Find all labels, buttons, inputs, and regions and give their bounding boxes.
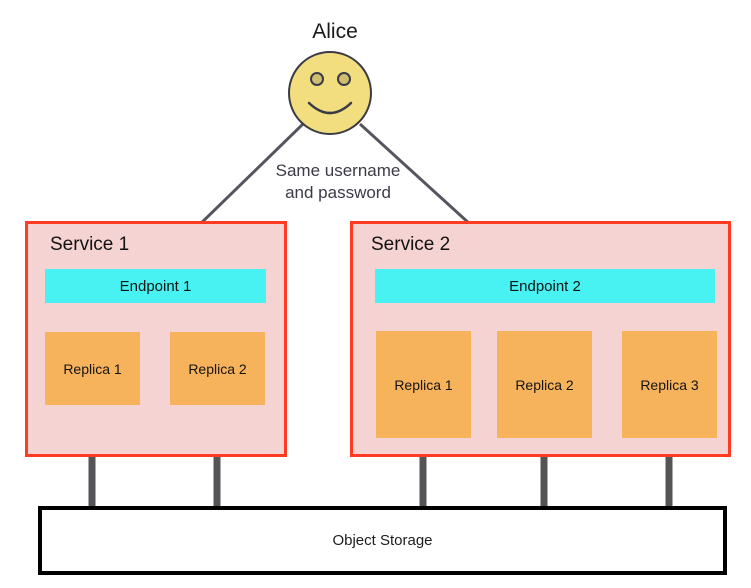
service-2-title: Service 2 bbox=[371, 234, 451, 255]
service-2-replica-2[interactable]: Replica 2 bbox=[497, 331, 592, 438]
smiley-face-icon bbox=[288, 51, 372, 135]
edge-note-line-1: Same username bbox=[275, 161, 401, 180]
endpoint-2[interactable]: Endpoint 2 bbox=[375, 269, 715, 303]
service-2-replica-1[interactable]: Replica 1 bbox=[376, 331, 471, 438]
object-storage-node[interactable]: Object Storage bbox=[38, 506, 727, 575]
edge-note: Same username and password bbox=[238, 160, 438, 204]
smiley-eye-left bbox=[310, 72, 324, 86]
service-1-title: Service 1 bbox=[50, 234, 130, 255]
edge-note-line-2: and password bbox=[285, 183, 391, 202]
actor-label-alice: Alice bbox=[312, 20, 358, 43]
smiley-eye-right bbox=[337, 72, 351, 86]
service-1-replica-1[interactable]: Replica 1 bbox=[45, 332, 140, 405]
service-1-replica-2[interactable]: Replica 2 bbox=[170, 332, 265, 405]
endpoint-1[interactable]: Endpoint 1 bbox=[45, 269, 266, 303]
smiley-mouth bbox=[307, 101, 353, 115]
service-2-replica-3[interactable]: Replica 3 bbox=[622, 331, 717, 438]
